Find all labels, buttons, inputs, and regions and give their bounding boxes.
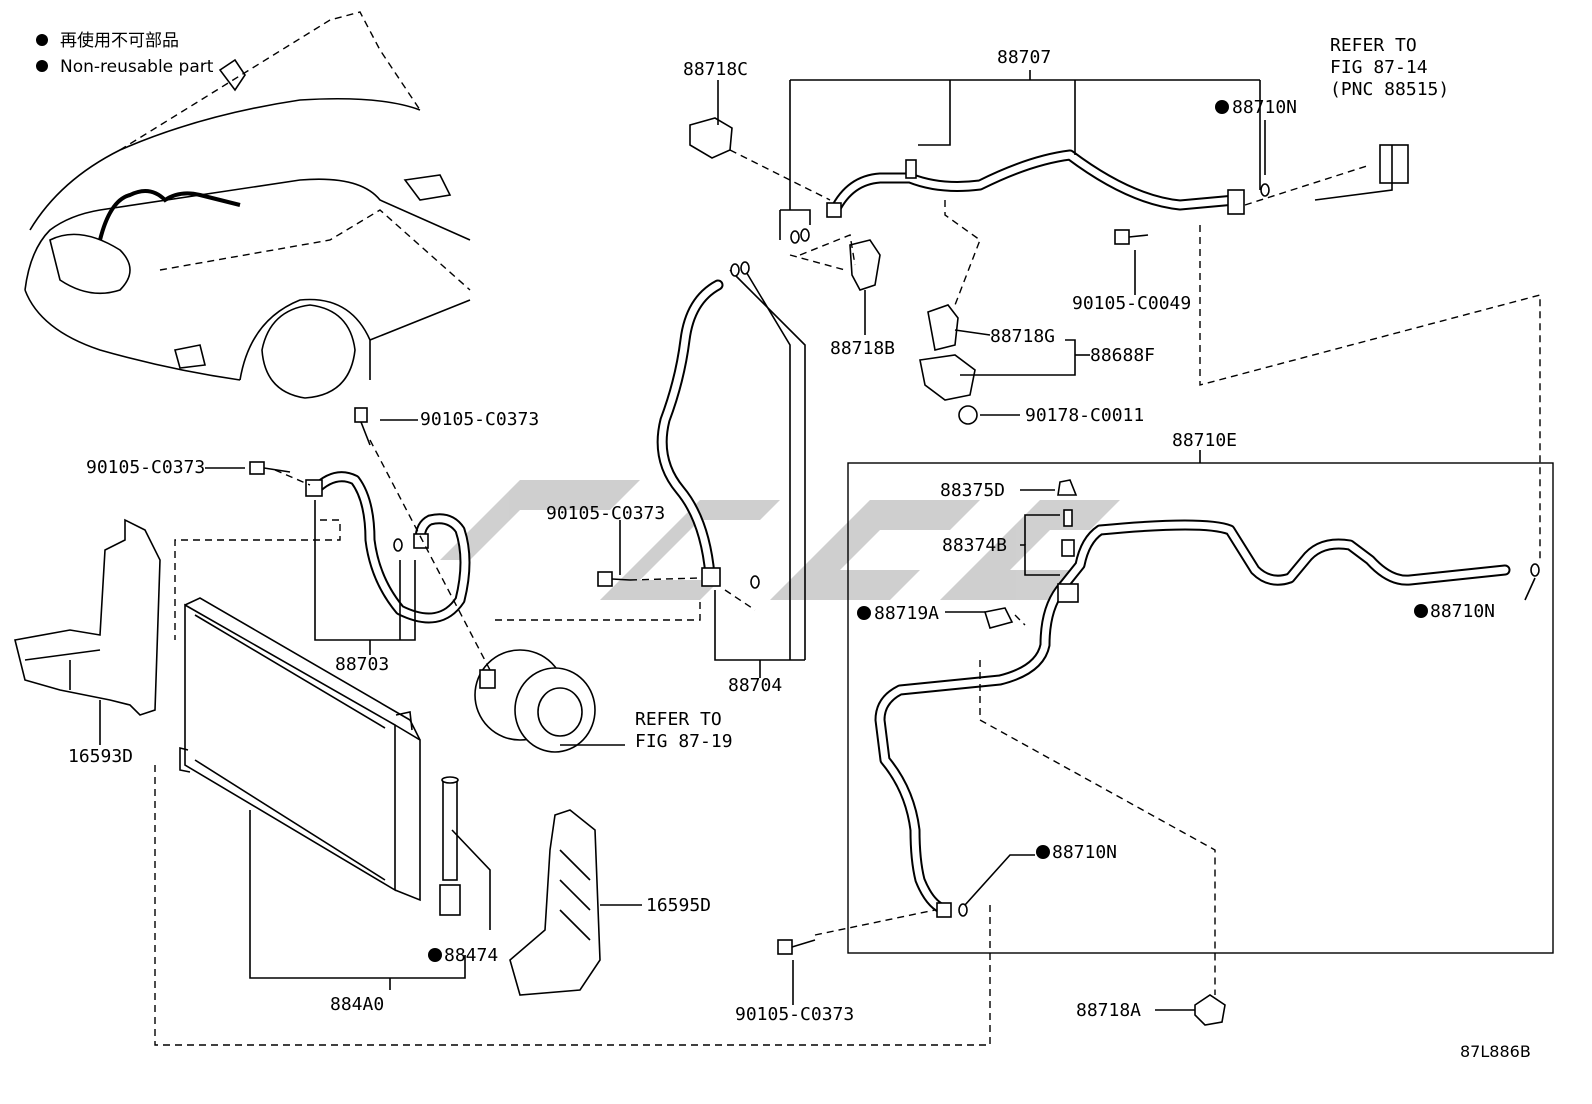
vehicle-location-sketch bbox=[24, 11, 471, 399]
label-16595D: 16595D bbox=[646, 895, 711, 916]
label-88703: 88703 bbox=[335, 654, 389, 675]
pressure-port-block bbox=[1057, 583, 1079, 603]
label-refer-fig-87-14-line2: FIG 87-14 bbox=[1330, 57, 1428, 78]
bolt-icon bbox=[777, 939, 816, 955]
non-reusable-dot-icon bbox=[857, 606, 871, 620]
label-90105-C0373-bottom: 90105-C0373 bbox=[735, 1004, 854, 1025]
non-reusable-dot-icon bbox=[1215, 100, 1229, 114]
pipe-end-fitting bbox=[701, 567, 721, 587]
label-90105-C0373-hose: 90105-C0373 bbox=[420, 409, 539, 430]
seal-16593D bbox=[14, 518, 161, 716]
label-refer-fig-87-19-line1: REFER TO bbox=[635, 709, 722, 730]
label-884A0: 884A0 bbox=[330, 994, 384, 1015]
label-88704: 88704 bbox=[728, 675, 782, 696]
valve-core-88374B bbox=[1061, 509, 1075, 557]
label-88710N-bottom: 88710N bbox=[1052, 842, 1117, 863]
label-88710E: 88710E bbox=[1172, 430, 1237, 451]
bracket-88718C bbox=[689, 117, 733, 159]
label-88718G: 88718G bbox=[990, 326, 1055, 347]
label-88718C: 88718C bbox=[683, 59, 748, 80]
label-90105-C0049: 90105-C0049 bbox=[1072, 293, 1191, 314]
label-88688F: 88688F bbox=[1090, 345, 1155, 366]
legend-dot-icon bbox=[36, 60, 48, 72]
label-90105-C0373-mid: 90105-C0373 bbox=[546, 503, 665, 524]
pipe-88710E bbox=[874, 519, 1511, 918]
non-reusable-dot-icon bbox=[1036, 845, 1050, 859]
o-ring-icon bbox=[393, 183, 1540, 917]
bolt-icon bbox=[1114, 229, 1149, 245]
pipe-end-fitting bbox=[413, 533, 429, 549]
clamp-88718B bbox=[849, 239, 881, 291]
clamp-88718A bbox=[1194, 994, 1226, 1026]
bracket-88718G bbox=[919, 304, 976, 401]
label-88374B: 88374B bbox=[942, 535, 1007, 556]
label-88719A: 88719A bbox=[874, 603, 939, 624]
pipe-end-fitting bbox=[1227, 189, 1245, 215]
service-valve bbox=[905, 159, 917, 179]
pipe-end-fitting bbox=[936, 902, 952, 918]
hose-88703 bbox=[305, 471, 471, 624]
label-88474: 88474 bbox=[444, 945, 498, 966]
non-reusable-markers bbox=[428, 100, 1428, 962]
condenser-884A0 bbox=[179, 597, 421, 902]
label-90105-C0373-left: 90105-C0373 bbox=[86, 457, 205, 478]
nut-icon bbox=[958, 405, 978, 425]
figure-code: 87L886B bbox=[1460, 1042, 1531, 1061]
watermark-logo bbox=[440, 480, 1120, 600]
bolt-icon bbox=[354, 407, 371, 446]
label-88710N-right: 88710N bbox=[1430, 601, 1495, 622]
label-refer-fig-87-19-line2: FIG 87-19 bbox=[635, 731, 733, 752]
legend: 再使用不可部品 Non-reusable part bbox=[36, 30, 214, 77]
switch-88719A bbox=[983, 607, 1014, 629]
label-88718B: 88718B bbox=[830, 338, 895, 359]
pipe-88704 bbox=[656, 264, 806, 660]
compressor bbox=[474, 649, 596, 753]
legend-english: Non-reusable part bbox=[60, 57, 214, 77]
label-90178-C0011: 90178-C0011 bbox=[1025, 405, 1144, 426]
seal-16595D bbox=[509, 809, 601, 996]
label-refer-fig-87-14-line1: REFER TO bbox=[1330, 35, 1417, 56]
label-88707: 88707 bbox=[997, 47, 1051, 68]
non-reusable-dot-icon bbox=[1414, 604, 1428, 618]
cap-88375D bbox=[1057, 479, 1078, 496]
legend-dot-icon bbox=[36, 34, 48, 46]
label-16593D: 16593D bbox=[68, 746, 133, 767]
part-labels: 88718C 88707 REFER TO FIG 87-14 (PNC 885… bbox=[68, 35, 1531, 1061]
pipe-end-fitting bbox=[305, 479, 323, 497]
dashed-lines bbox=[154, 149, 1541, 1046]
label-88710N-top: 88710N bbox=[1232, 97, 1297, 118]
receiver-dryer-88474 bbox=[439, 776, 461, 916]
assembly-88710E-box bbox=[847, 450, 1554, 954]
leader-lines bbox=[99, 70, 1536, 1011]
pipe-88707 bbox=[826, 149, 1245, 218]
legend-japanese: 再使用不可部品 bbox=[60, 30, 179, 51]
bolt-icon bbox=[249, 461, 291, 475]
pipe-end-fitting bbox=[826, 202, 842, 218]
label-88375D: 88375D bbox=[940, 480, 1005, 501]
label-88718A: 88718A bbox=[1076, 1000, 1141, 1021]
non-reusable-dot-icon bbox=[428, 948, 442, 962]
bolt-icon bbox=[597, 571, 631, 587]
connector-REFER-87-14 bbox=[1379, 144, 1409, 184]
label-refer-fig-87-14-line3: (PNC 88515) bbox=[1330, 79, 1449, 100]
